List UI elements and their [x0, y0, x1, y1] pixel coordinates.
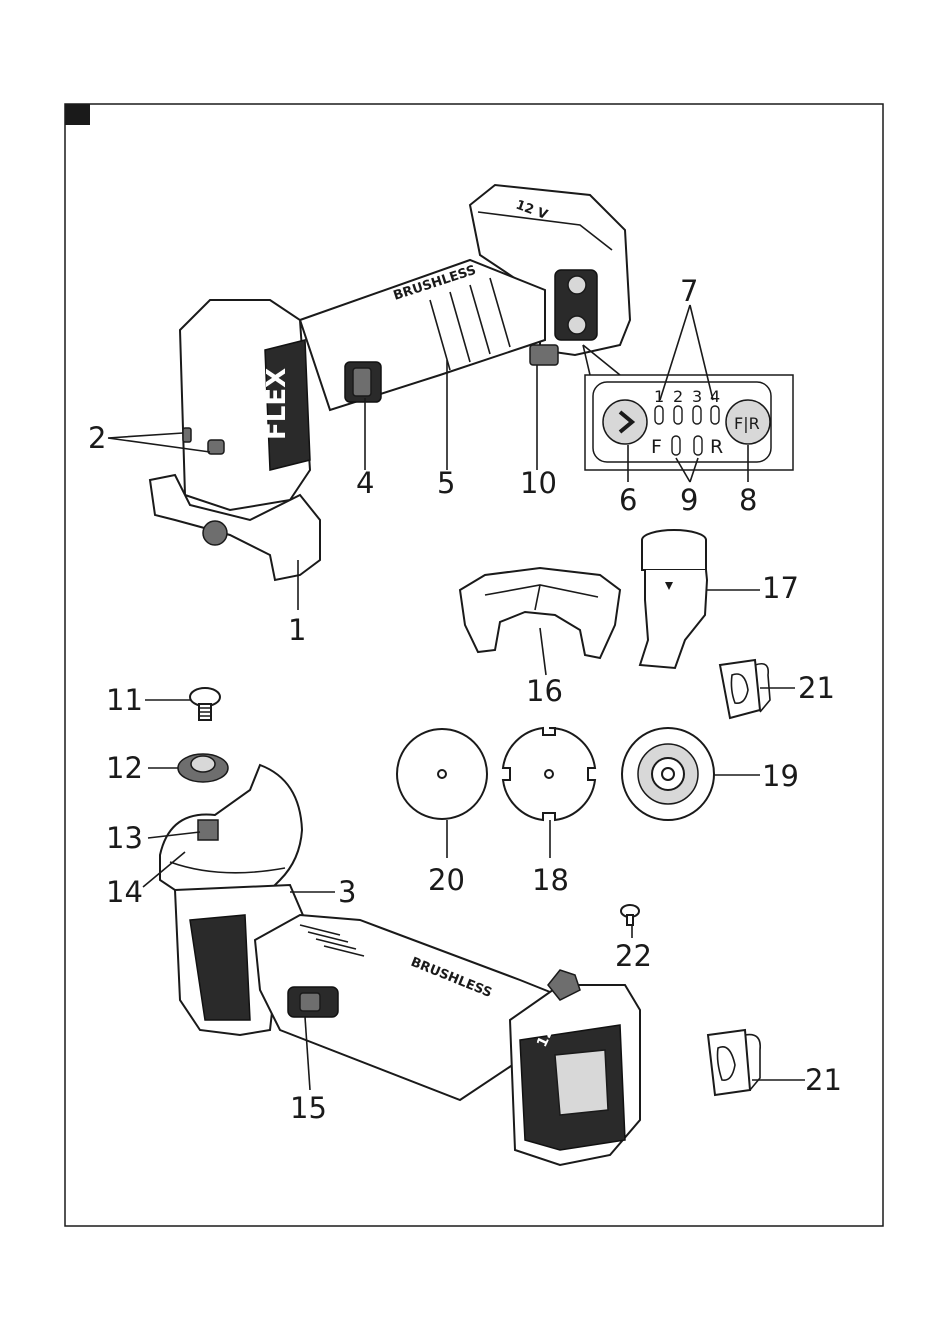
forward-led — [672, 436, 680, 455]
callout-16: 16 — [526, 674, 563, 708]
callout-1: 1 — [288, 613, 306, 647]
forward-led-label: F — [651, 436, 662, 458]
callout-2: 2 — [88, 421, 106, 455]
part-11-screw — [190, 688, 220, 720]
callout-21-bottom: 21 — [805, 1063, 842, 1097]
flex-logo-text: FLEX — [262, 368, 292, 440]
speed-led-2-label: 2 — [673, 387, 683, 406]
speed-led-1 — [655, 406, 663, 424]
part-20-disc — [397, 729, 487, 819]
part-18-notched-disc — [503, 728, 595, 820]
reverse-led — [694, 436, 702, 455]
callout-20: 20 — [428, 863, 465, 897]
callout-19: 19 — [762, 759, 799, 793]
speed-led-4 — [711, 406, 719, 424]
callout-11: 11 — [106, 683, 143, 717]
tool-top-assembled: 12 V BRUSHLESS FLEX — [150, 185, 630, 580]
reverse-led-label: R — [710, 436, 723, 458]
mode-button-icon — [603, 400, 647, 444]
callout-7: 7 — [680, 274, 698, 308]
callout-14: 14 — [106, 875, 143, 909]
callout-21-top: 21 — [798, 671, 835, 705]
callout-3: 3 — [338, 875, 356, 909]
callout-4: 4 — [356, 466, 374, 500]
control-panel-detail: F|R 1 2 3 4 F R — [583, 345, 793, 470]
tool-bottom-assembled: BRUSHLESS 12 V — [160, 765, 640, 1165]
callout-12: 12 — [106, 751, 143, 785]
part-19-wheel — [622, 728, 714, 820]
callout-5: 5 — [437, 466, 455, 500]
speed-led-3 — [693, 406, 701, 424]
callout-10: 10 — [520, 466, 557, 500]
callout-9: 9 — [680, 483, 698, 517]
part-21-clip-bottom — [708, 1030, 760, 1095]
part-17-adapter — [640, 530, 707, 668]
callout-6: 6 — [619, 483, 637, 517]
callout-15: 15 — [290, 1091, 327, 1125]
speed-led-2 — [674, 406, 682, 424]
speed-led-3-label: 3 — [692, 387, 702, 406]
part-12-flange-nut — [178, 754, 228, 782]
part-21-clip-top — [720, 660, 770, 718]
callout-8: 8 — [739, 483, 757, 517]
part-22-screw — [621, 905, 639, 925]
callout-13: 13 — [106, 821, 143, 855]
callout-18: 18 — [532, 863, 569, 897]
part-16-guard — [460, 568, 620, 658]
figure-corner-marker — [65, 104, 90, 125]
callout-17: 17 — [762, 571, 799, 605]
fr-button-label: F|R — [734, 414, 760, 433]
callout-22: 22 — [615, 939, 652, 973]
